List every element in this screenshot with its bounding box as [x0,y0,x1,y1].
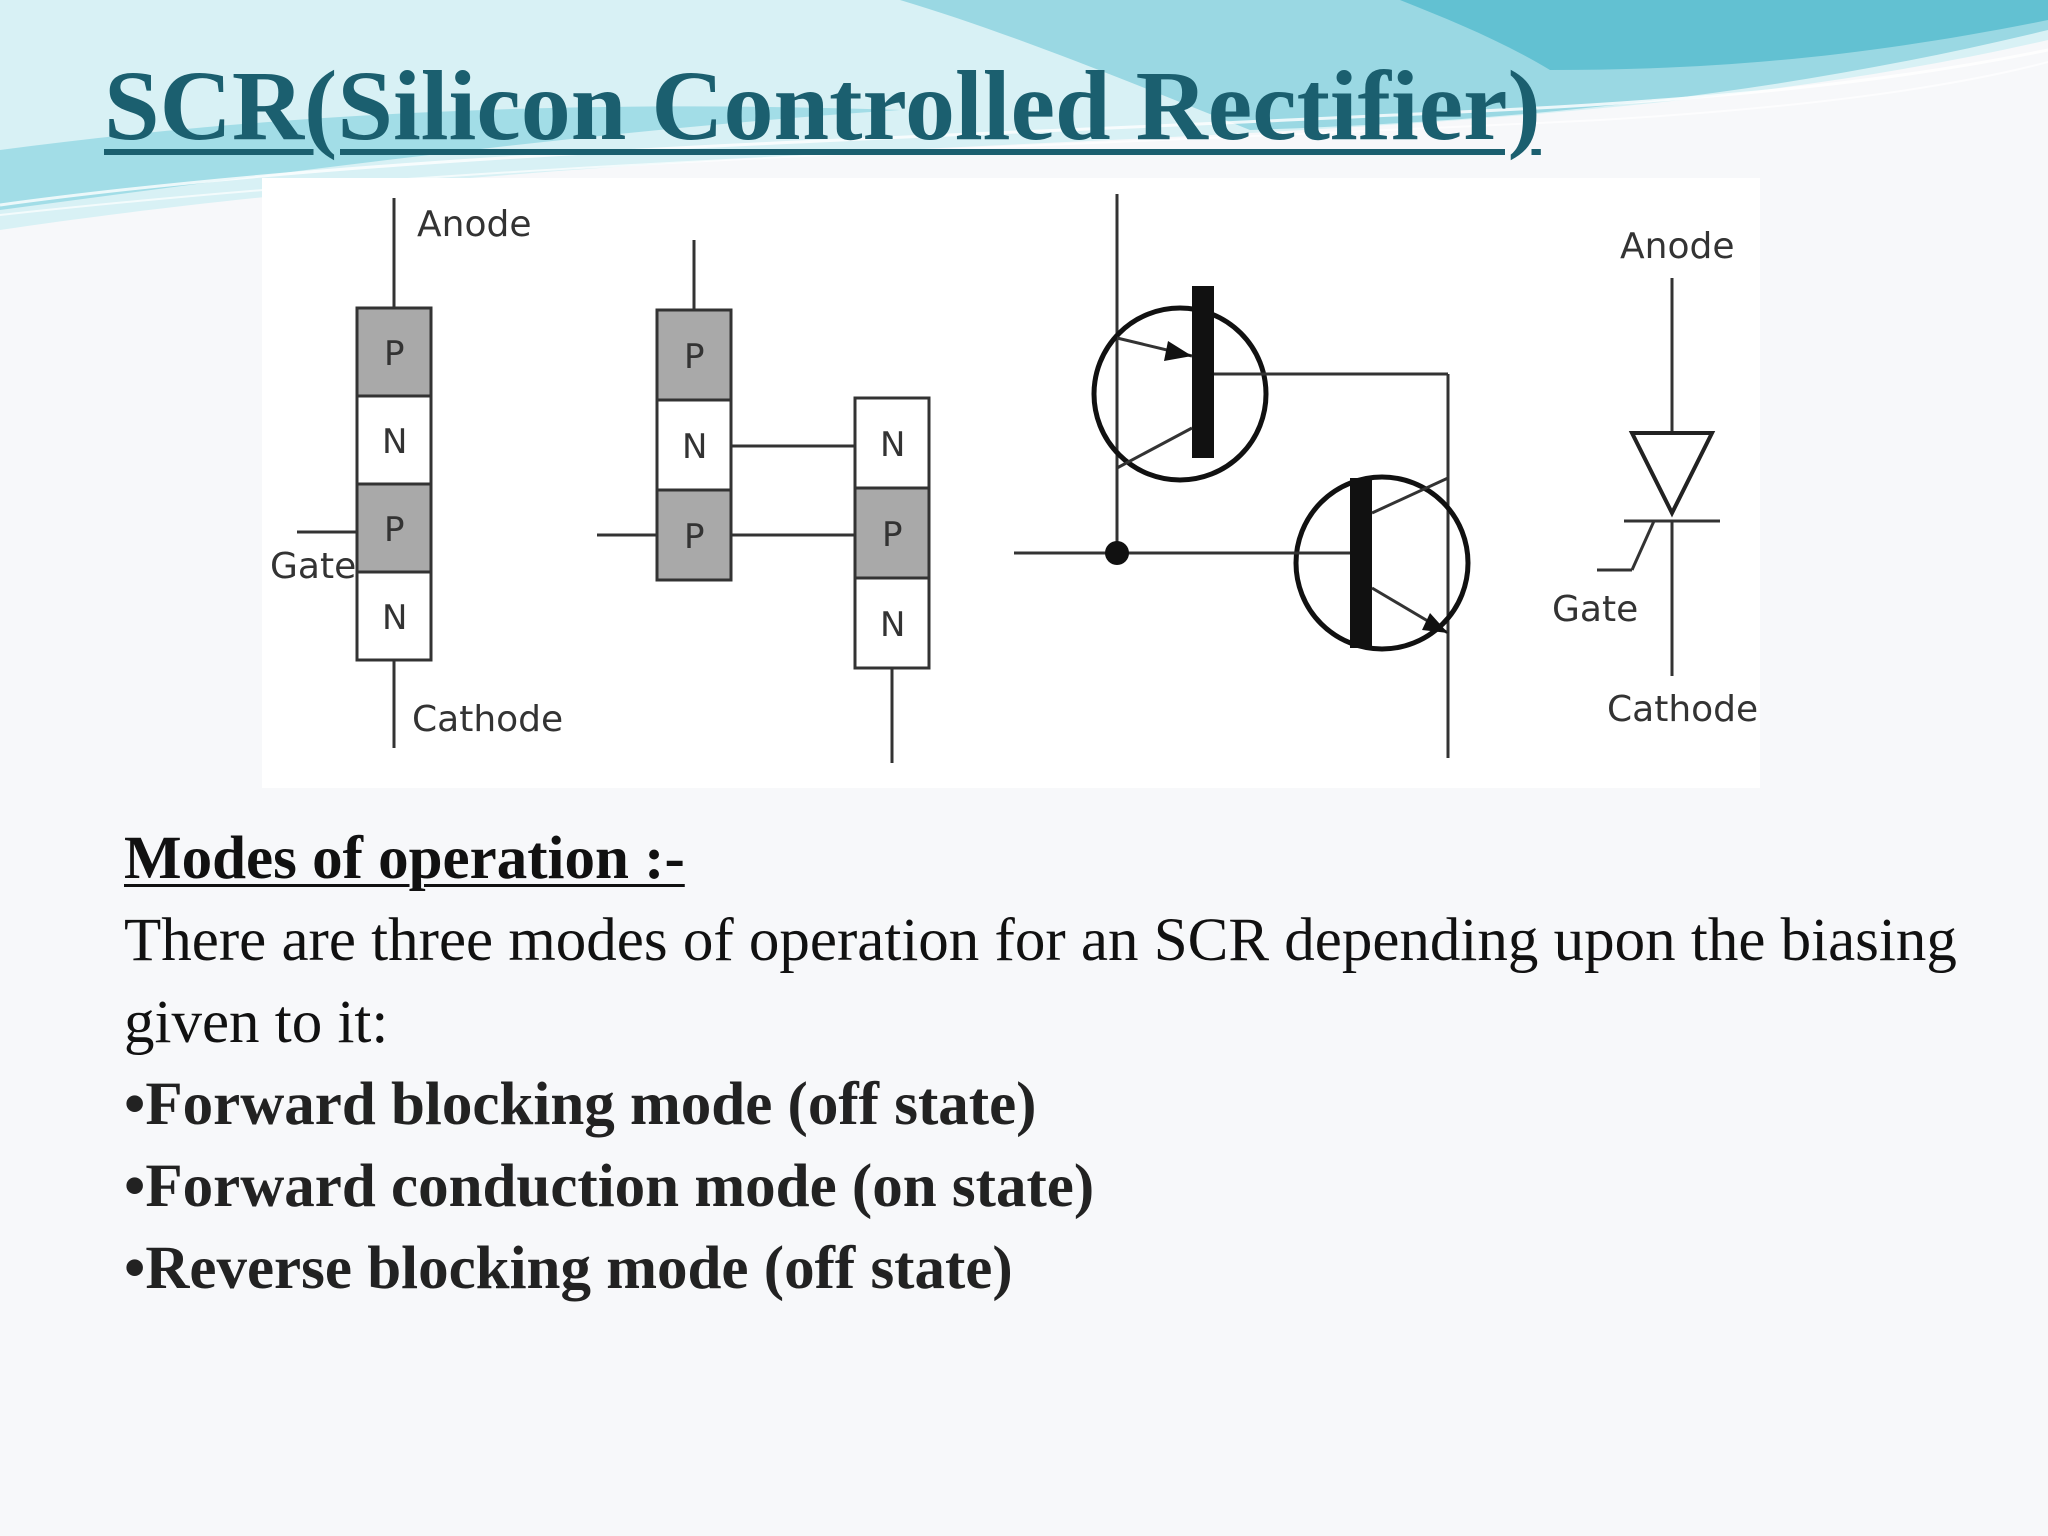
background-wave [0,0,2048,230]
anode-label: Anode [417,204,531,245]
n-layer [853,396,931,490]
n-layer [355,570,433,662]
mode-item: •Forward blocking mode (off state) [124,1071,1037,1138]
p-layer-label: P [882,515,903,555]
scr-symbol: Anode Gate Cathode [1552,226,1758,730]
p-layer [655,308,733,402]
n-layer-label: N [682,427,707,467]
two-transistor-equivalent [1014,194,1471,758]
anode-label: Anode [1620,226,1734,267]
n-layer [355,394,433,486]
n-layer-label: N [880,605,905,645]
p-layer [355,482,433,574]
slide-title: SCR(Silicon Controlled Rectifier) [104,50,1541,161]
split-transistor-structure: P N P N P N [597,240,931,763]
gate-label: Gate [270,546,356,587]
modes-of-operation: Modes of operation :- There are three mo… [124,818,2004,1310]
pnpn-structure: Anode P N P N Gate Cathode [270,198,563,748]
n-layer [853,576,931,670]
p-layer-label: P [384,334,405,374]
scr-diagram: Anode P N P N Gate Cathode P N P N P N [262,178,1760,788]
p-layer [355,306,433,398]
modes-intro: There are three modes of operation for a… [124,907,1957,1056]
p-layer-label: P [384,510,405,550]
n-layer-label: N [382,422,407,462]
modes-heading: Modes of operation :- [124,825,685,892]
n-layer-label: N [382,598,407,638]
cathode-label: Cathode [412,699,563,740]
p-layer-label: P [684,517,705,557]
p-layer [655,488,733,582]
p-layer-label: P [684,337,705,377]
n-layer-label: N [880,425,905,465]
mode-item: •Forward conduction mode (on state) [124,1153,1095,1220]
cathode-label: Cathode [1607,689,1758,730]
gate-label: Gate [1552,589,1638,630]
mode-item: •Reverse blocking mode (off state) [124,1235,1013,1302]
